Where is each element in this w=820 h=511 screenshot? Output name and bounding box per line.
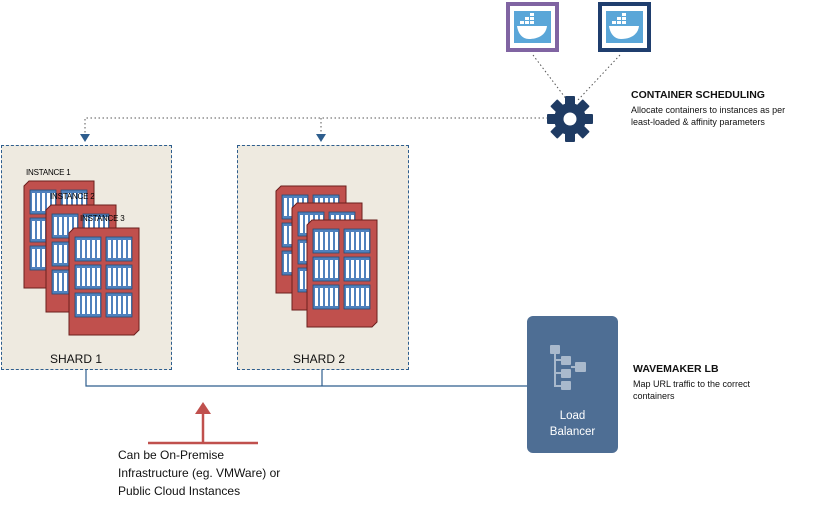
load-balancer-box-label: Load Balancer: [527, 408, 618, 440]
shard-2-instances: [275, 185, 378, 328]
load-balancer-label-line-2: Balancer: [549, 426, 596, 438]
load-balancer-label-line-1: Load: [559, 410, 586, 422]
instance-rack-3: [306, 219, 378, 328]
instance-1-label: INSTANCE 1: [26, 168, 71, 177]
scheduling-line: [84, 117, 548, 134]
instance-3-label: INSTANCE 3: [80, 214, 125, 223]
docker-to-gear-line-2: [577, 54, 621, 101]
instance-rack-3: [68, 227, 140, 336]
load-balancer-description-line-1: Map URL traffic to the correct: [633, 379, 751, 389]
infrastructure-note-line-1: Can be On-Premise: [118, 448, 225, 462]
docker-to-gear-line-1: [532, 54, 568, 101]
infrastructure-note-line-2: Infrastructure (eg. VMWare) or: [118, 466, 281, 480]
docker-icon: [514, 11, 551, 43]
infrastructure-note-line-3: Public Cloud Instances: [118, 484, 241, 498]
shard-2-label: SHARD 2: [293, 352, 346, 366]
scheduler-title: CONTAINER SCHEDULING: [631, 89, 765, 101]
arrowhead-shard1: [80, 134, 90, 142]
note-arrow-head: [195, 402, 211, 414]
infrastructure-note: Can be On-Premise Infrastructure (eg. VM…: [118, 446, 280, 500]
gear-icon: [547, 96, 593, 142]
shard-1-label: SHARD 1: [50, 352, 103, 366]
load-balancer-description-line-2: containers: [633, 391, 675, 401]
scheduler-description-line-1: Allocate containers to instances as per: [631, 105, 786, 115]
arrowhead-shard2: [316, 134, 326, 142]
network-flow-icon: [550, 345, 586, 390]
load-balancer-box: [527, 316, 618, 453]
instance-2-label: INSTANCE 2: [50, 192, 95, 201]
docker-container-box-2: [598, 2, 651, 52]
scheduler-description-line-2: least-loaded & affinity parameters: [631, 117, 765, 127]
docker-container-box-1: [506, 2, 559, 52]
docker-icon: [606, 11, 643, 43]
load-balancer-title: WAVEMAKER LB: [633, 363, 719, 375]
network-line: [85, 370, 527, 387]
shard-1-instances: [23, 180, 140, 336]
